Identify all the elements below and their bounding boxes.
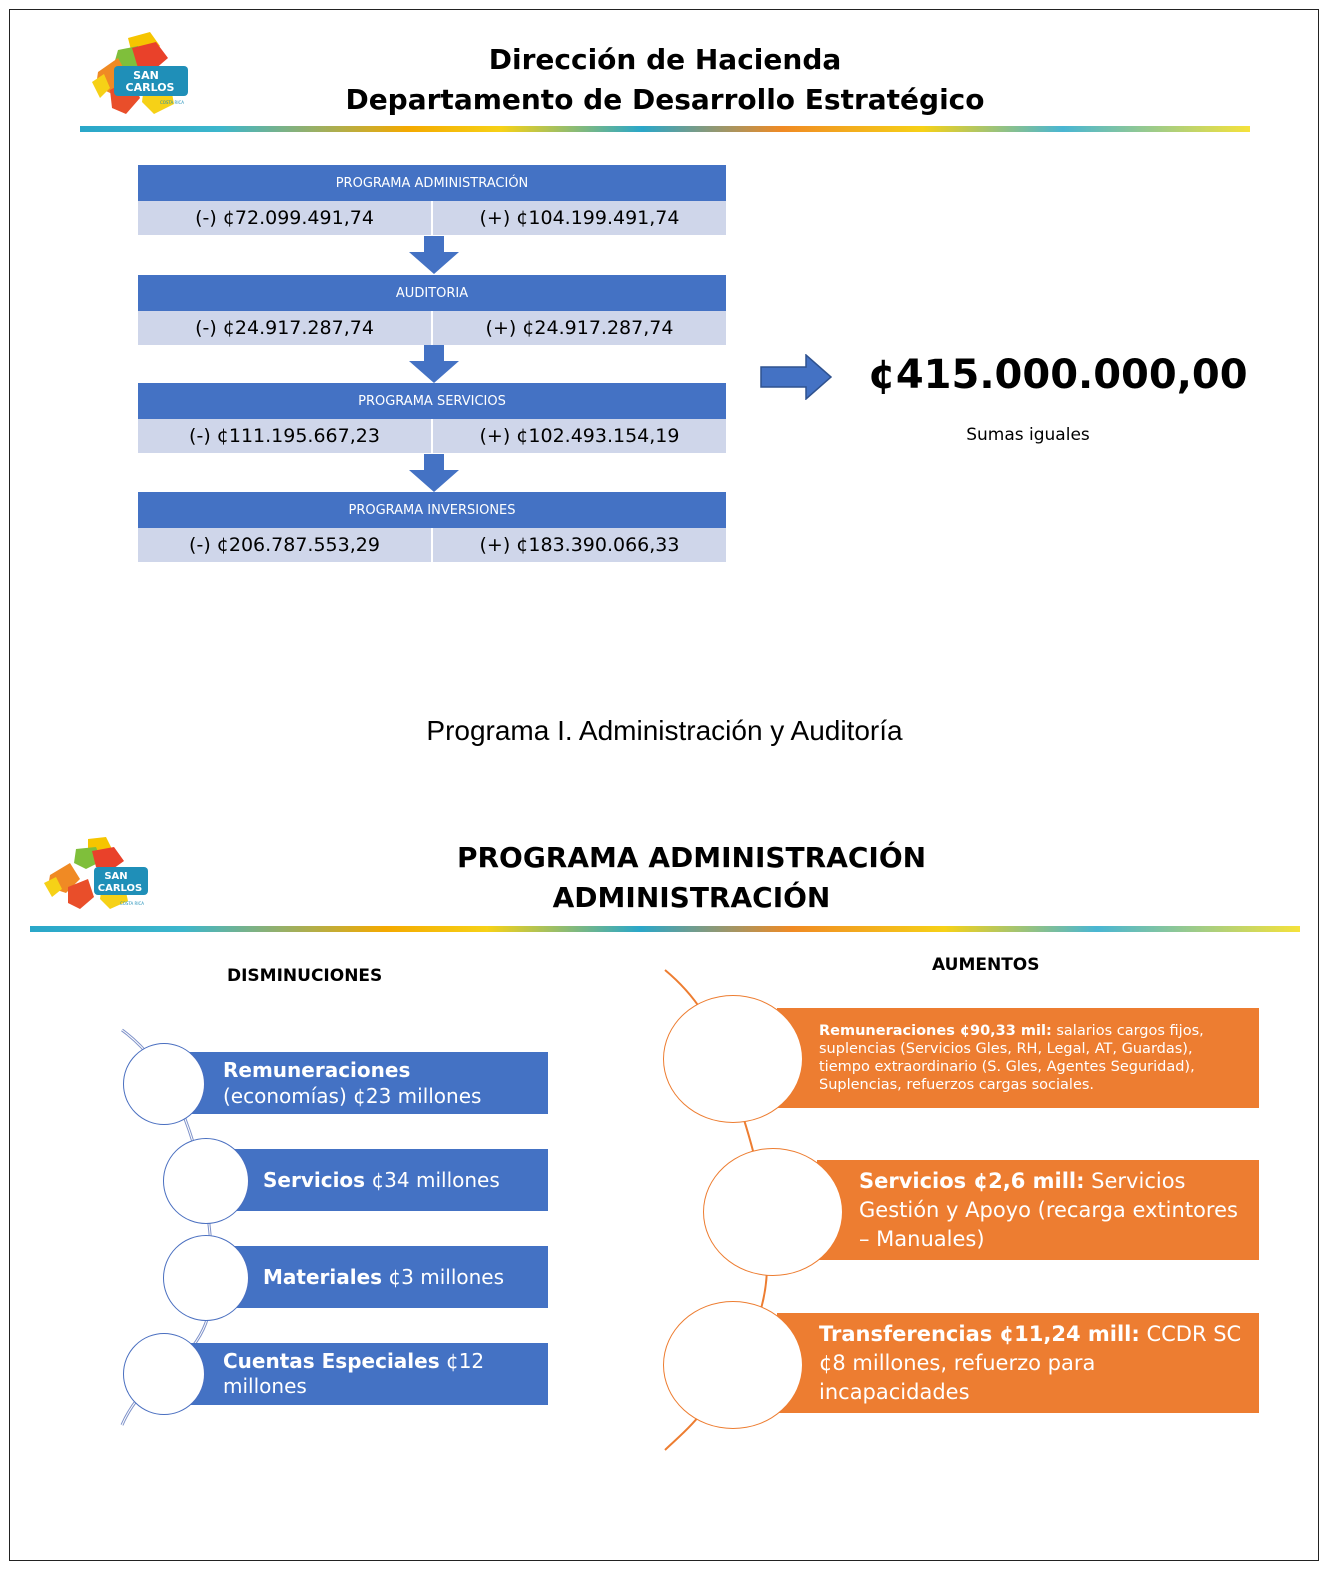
page-border [9,9,1319,1561]
logo-text-country: COSTA RICA [160,100,184,105]
disminucion-circle [163,1138,249,1224]
program-header-auditoria: AUDITORIA [138,275,726,311]
aumento-item-text: CCDR SC ¢8 millones, refuerzo para incap… [819,1321,1242,1404]
disminucion-item-title: Remuneraciones [223,1058,411,1082]
aumento-item-title: Remuneraciones ¢90,33 mil: [819,1023,1052,1039]
program-row-administracion: (-) ¢72.099.491,74 (+) ¢104.199.491,74 [138,201,726,235]
disminucion-item-text: (economías) ¢23 millones [223,1084,482,1108]
disminuciones-title: DISMINUCIONES [227,966,383,986]
program-minus-value: (-) ¢206.787.553,29 [138,528,431,562]
program-minus-value: (-) ¢111.195.667,23 [138,419,431,453]
slide2-title-line2: ADMINISTRACIÓN [552,881,831,914]
disminucion-item-title: Materiales [263,1265,383,1289]
disminucion-item-text: ¢34 millones [365,1168,500,1192]
program-plus-value: (+) ¢102.493.154,19 [431,419,726,453]
disminucion-circle [123,1333,205,1415]
header-stripe [30,926,1300,932]
logo-text-san: SAN [133,69,159,82]
disminucion-item: Servicios ¢34 millones [220,1149,548,1211]
aumentos-title: AUMENTOS [932,955,1040,975]
disminucion-item: Materiales ¢3 millones [220,1246,548,1308]
program-plus-value: (+) ¢24.917.287,74 [431,311,726,345]
disminucion-circle [163,1235,249,1321]
total-amount: ¢415.000.000,00 [868,352,1248,398]
slide2-title-line1: PROGRAMA ADMINISTRACIÓN [456,841,927,874]
aumento-circle [703,1148,843,1276]
aumento-item: Remuneraciones ¢90,33 mil: salarios carg… [777,1008,1259,1108]
aumento-item-text: salarios cargos fijos, suplencias (Servi… [819,1023,1204,1093]
total-label: Sumas iguales [966,425,1090,445]
program-header-servicios: PROGRAMA SERVICIOS [138,383,726,419]
san-carlos-logo: SAN CARLOS COSTA RICA [92,32,188,114]
aumento-item: Servicios ¢2,6 mill: Servicios Gestión y… [817,1160,1259,1260]
program-minus-value: (-) ¢72.099.491,74 [138,201,431,235]
disminucion-item-text: ¢3 millones [382,1265,505,1289]
slide2-title: PROGRAMA ADMINISTRACIÓN ADMINISTRACIÓN [300,838,1083,918]
disminucion-item-text: ¢12 millones [223,1349,485,1398]
down-arrow-icon [409,345,459,383]
disminucion-item: Remuneraciones(economías) ¢23 millones [180,1052,548,1114]
logo-text-country: COSTA RICA [120,901,144,906]
aumento-item: Transferencias ¢11,24 mill: CCDR SC ¢8 m… [777,1313,1259,1413]
slide1-title-line1: Dirección de Hacienda [488,43,842,76]
program-row-servicios: (-) ¢111.195.667,23 (+) ¢102.493.154,19 [138,419,726,453]
program-minus-value: (-) ¢24.917.287,74 [138,311,431,345]
san-carlos-logo: SAN CARLOS COSTA RICA [44,837,148,909]
header-stripe [80,126,1250,132]
aumento-item-title: Servicios ¢2,6 mill: [859,1168,1085,1193]
aumento-circle [663,995,803,1123]
disminucion-item: Cuentas Especiales ¢12 millones [180,1343,548,1405]
aumento-item-text: Servicios Gestión y Apoyo (recarga extin… [859,1168,1238,1251]
slide1-title-line2: Departamento de Desarrollo Estratégico [345,83,985,116]
program-plus-value: (+) ¢183.390.066,33 [431,528,726,562]
aumento-item-title: Transferencias ¢11,24 mill: [819,1321,1140,1346]
aumento-circle [663,1301,803,1429]
logo-text-san: SAN [104,871,127,882]
down-arrow-icon [409,236,459,274]
logo-text-carlos: CARLOS [126,81,175,94]
program-header-inversiones: PROGRAMA INVERSIONES [138,492,726,528]
section-label: Programa I. Administración y Auditoría [426,715,903,746]
logo-text-carlos: CARLOS [98,883,143,894]
program-plus-value: (+) ¢104.199.491,74 [431,201,726,235]
right-arrow-icon [760,354,832,400]
program-header-administracion: PROGRAMA ADMINISTRACIÓN [138,165,726,201]
program-row-auditoria: (-) ¢24.917.287,74 (+) ¢24.917.287,74 [138,311,726,345]
disminucion-circle [123,1043,205,1125]
disminucion-item-title: Servicios [263,1168,366,1192]
disminucion-item-title: Cuentas Especiales [223,1349,440,1373]
program-row-inversiones: (-) ¢206.787.553,29 (+) ¢183.390.066,33 [138,528,726,562]
down-arrow-icon [409,454,459,492]
slide1-title: Dirección de Hacienda Departamento de De… [300,40,1030,120]
